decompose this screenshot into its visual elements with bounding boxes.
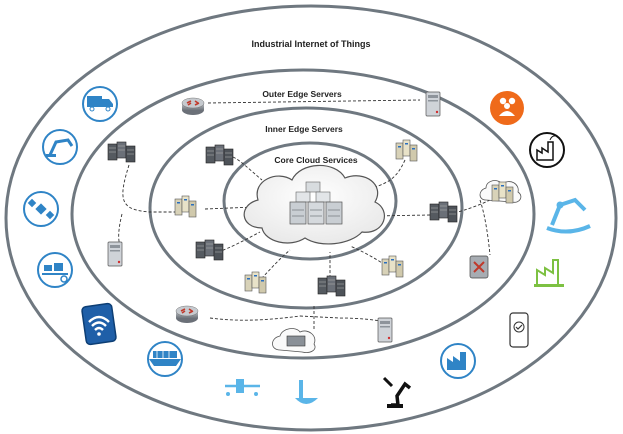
truck-icon [82, 86, 118, 122]
pipeline-icon [225, 379, 260, 396]
dark-factory-icon [529, 132, 565, 168]
water-tank-icon [295, 380, 318, 404]
inner-edge-label: Inner Edge Servers [265, 124, 343, 134]
core-server-cluster-icon [289, 181, 343, 225]
router-icon [181, 97, 205, 116]
cargo-ship-icon [147, 341, 183, 377]
tower-server-icon [377, 317, 393, 343]
robot-arm-icon [42, 129, 78, 165]
edge-cloud-icon [272, 328, 316, 353]
dashed-links [118, 99, 491, 330]
core-label: Core Cloud Services [274, 155, 357, 165]
factory-icon [440, 343, 476, 379]
iiot-label: Industrial Internet of Things [252, 39, 371, 49]
outer-edge-label: Outer Edge Servers [262, 89, 342, 99]
green-factory-icon [534, 259, 564, 287]
core-cloud [243, 164, 385, 245]
edge-cloud-icon [479, 180, 522, 204]
robot-welder-icon [382, 376, 412, 408]
cross-connect-router-icon [469, 255, 489, 279]
team-icon [490, 91, 524, 125]
wifi-tablet-icon [81, 302, 117, 346]
blue-robot-arm-icon [546, 197, 591, 234]
router-icon [175, 305, 199, 324]
conveyor-icon [37, 252, 73, 288]
tower-server-icon [107, 241, 123, 267]
satellite-icon [23, 191, 59, 227]
smartphone-check-icon [509, 312, 529, 348]
tower-server-icon [425, 91, 441, 117]
